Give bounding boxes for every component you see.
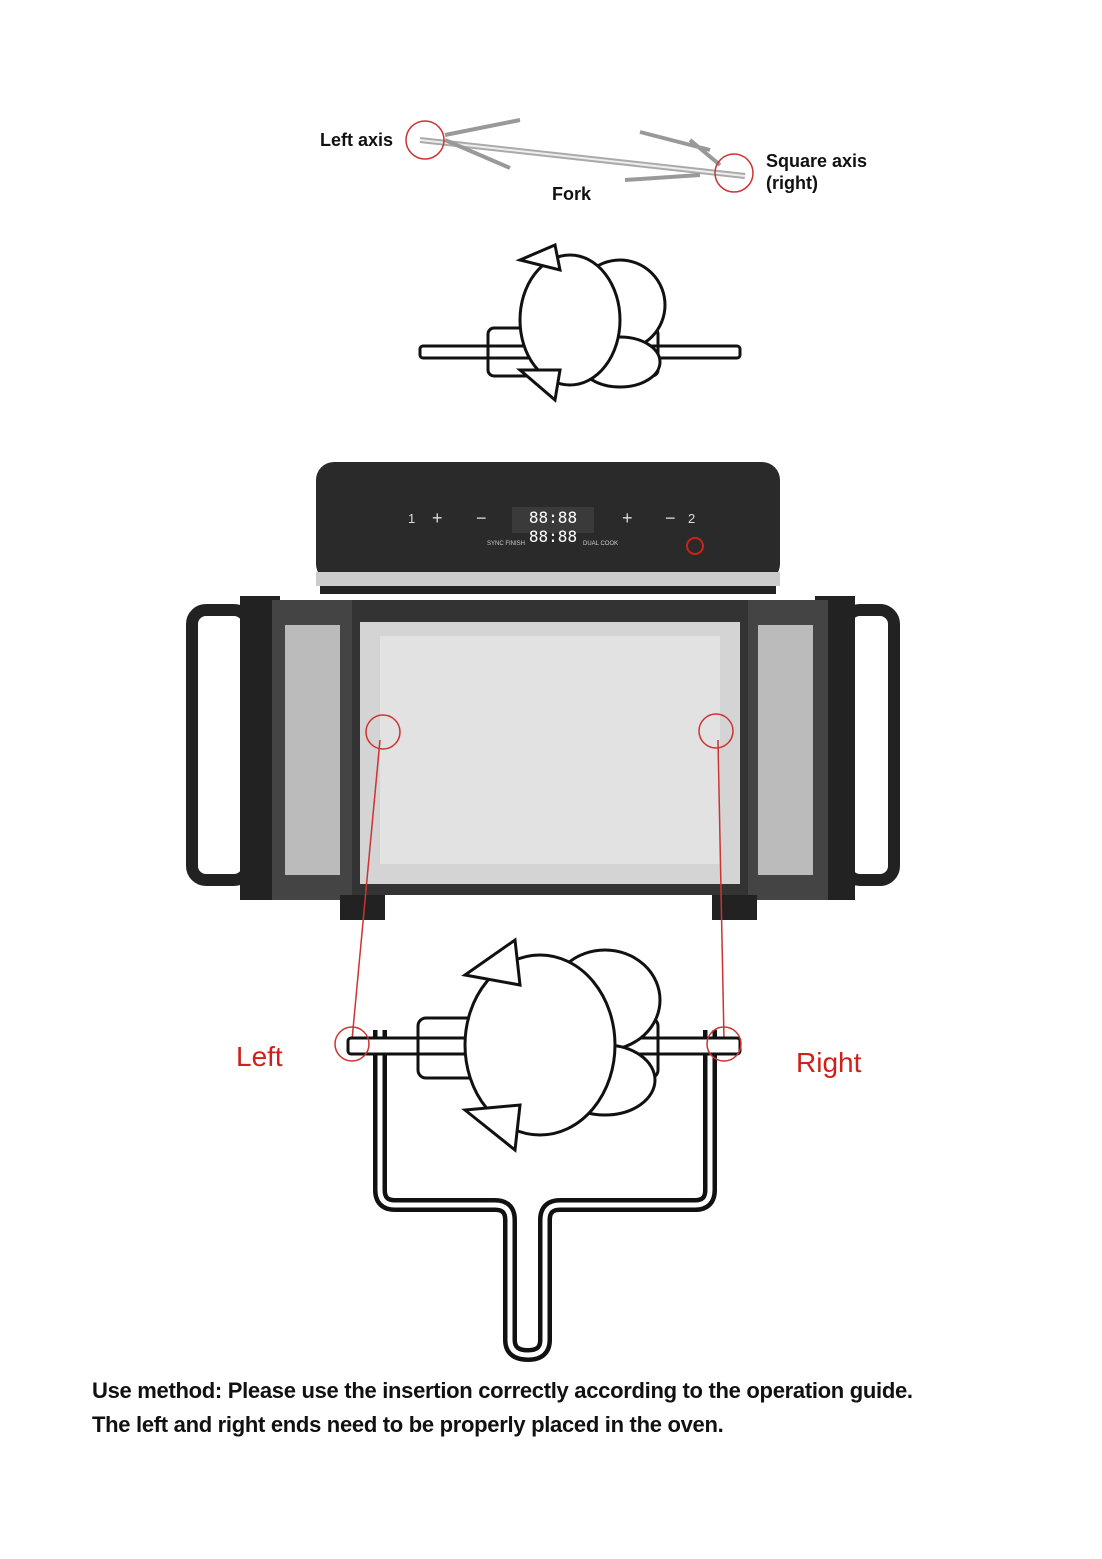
fork-label: Fork: [552, 184, 592, 204]
instruction-line-1: Use method: Please use the insertion cor…: [92, 1378, 913, 1403]
temp-minus-button[interactable]: −: [476, 508, 487, 528]
right-label: Right: [796, 1047, 862, 1078]
oven-illustration: [186, 462, 900, 1041]
timer-display: 88:88 88:88: [528, 508, 578, 546]
zone-2-button[interactable]: 2: [688, 511, 696, 526]
square-axis-line1: Square axis: [766, 151, 868, 171]
chicken-with-handle-illustration: [334, 937, 742, 1363]
sync-finish-label: SYNC FINISH: [487, 541, 526, 547]
left-label: Left: [236, 1041, 283, 1072]
zone-1-button[interactable]: 1: [408, 511, 416, 526]
temp-plus-button[interactable]: +: [432, 508, 443, 528]
time-minus-button[interactable]: −: [665, 508, 676, 528]
left-axis-marker: [405, 120, 445, 160]
square-axis-label: Square axis (right): [766, 150, 867, 194]
dual-cook-label: DUAL COOK: [583, 541, 619, 547]
right-axis-marker: [714, 153, 754, 193]
power-icon: [686, 537, 704, 555]
instruction-line-2: The left and right ends need to be prope…: [92, 1412, 724, 1437]
time-plus-button[interactable]: +: [622, 508, 633, 528]
left-axis-label: Left axis: [320, 130, 394, 150]
chicken-on-spit-illustration: [418, 242, 742, 403]
square-axis-line2: (right): [766, 173, 818, 193]
rotisserie-fork-illustration: [405, 118, 754, 193]
